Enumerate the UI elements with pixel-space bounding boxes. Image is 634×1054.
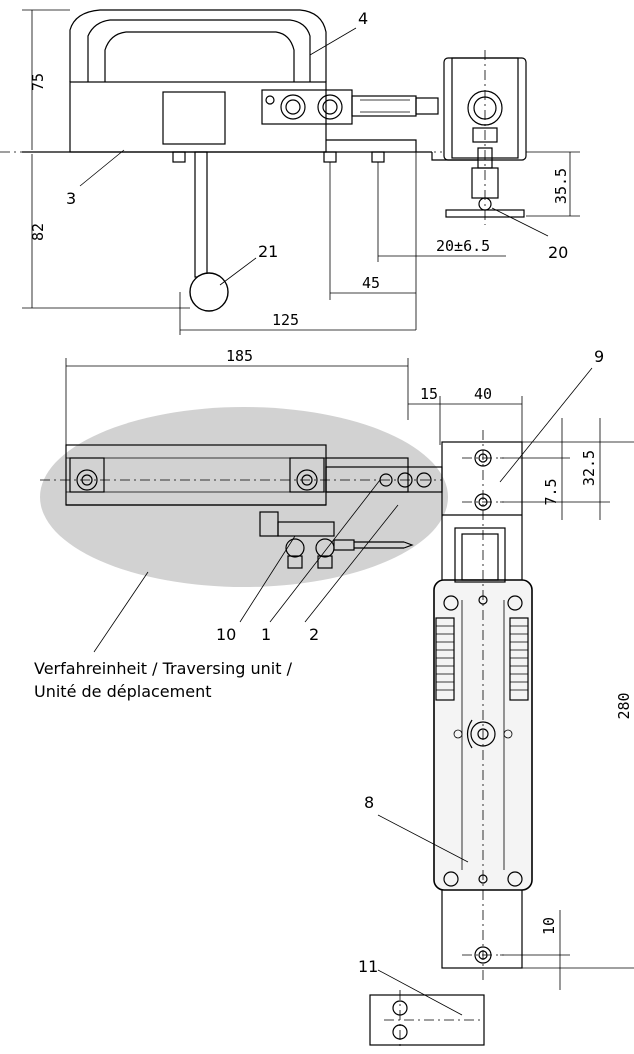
ref-10: 10 [216, 625, 236, 644]
dim-185: 185 [226, 347, 253, 365]
side-elevation-view [0, 9, 527, 312]
dim-45: 45 [362, 274, 380, 292]
dim-280: 280 [615, 692, 633, 719]
top-view-dimensions [22, 9, 634, 990]
leader-lines [79, 27, 593, 1016]
ref-4: 4 [358, 9, 368, 28]
ref-21: 21 [258, 242, 278, 261]
ref-11: 11 [358, 957, 378, 976]
traversing-unit-view [40, 407, 448, 587]
dim-125: 125 [272, 311, 299, 329]
caption-line-1: Verfahreinheit / Traversing unit / [34, 659, 293, 678]
caption-line-2: Unité de déplacement [34, 682, 211, 701]
dim-35-5: 35.5 [552, 168, 570, 204]
dim-75: 75 [29, 73, 47, 91]
dim-10: 10 [540, 917, 558, 935]
dim-20-tolerance: 20±6.5 [436, 237, 490, 255]
plate-part-11 [369, 990, 485, 1050]
ref-9: 9 [594, 347, 604, 366]
ref-1: 1 [261, 625, 271, 644]
dim-7-5: 7.5 [542, 478, 560, 505]
dim-82: 82 [29, 223, 47, 241]
ref-20: 20 [548, 243, 568, 262]
traversing-unit-highlight [40, 407, 448, 587]
ref-8: 8 [364, 793, 374, 812]
dim-15: 15 [420, 385, 438, 403]
ref-2: 2 [309, 625, 319, 644]
dim-32-5: 32.5 [580, 450, 598, 486]
front-view [433, 430, 533, 980]
dim-40: 40 [474, 385, 492, 403]
ref-3: 3 [66, 189, 76, 208]
